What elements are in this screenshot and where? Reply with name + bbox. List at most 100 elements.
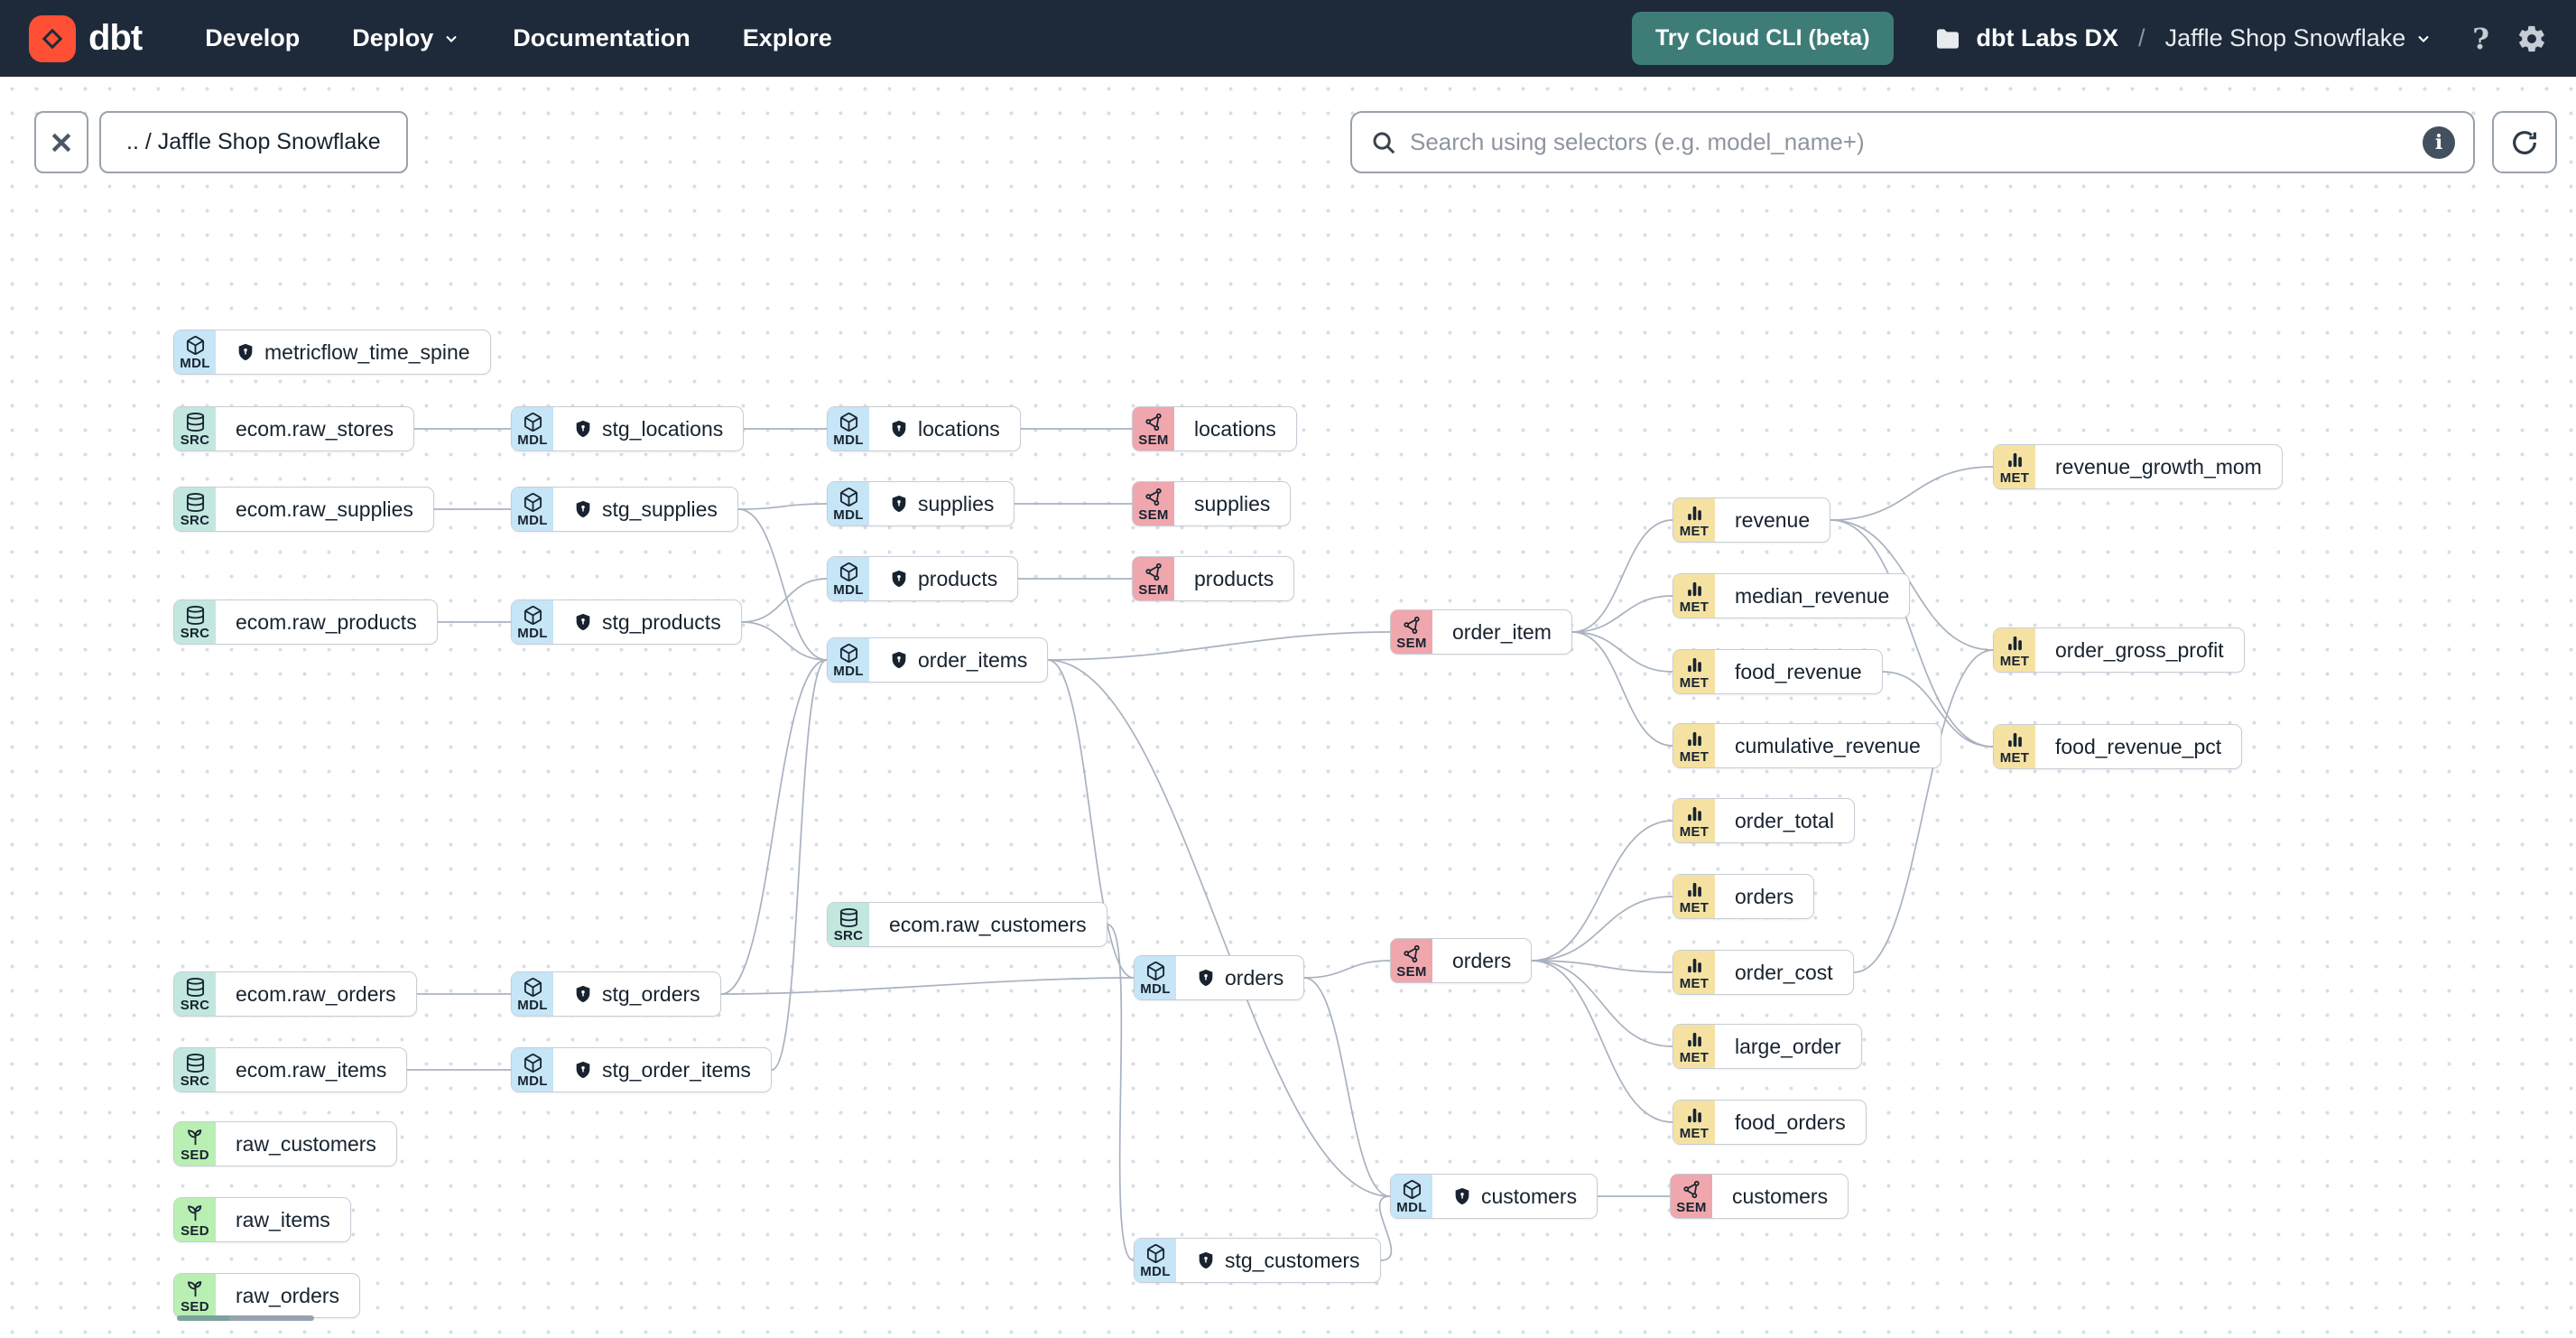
node-type-label: MET <box>1679 599 1710 615</box>
semantic-graph-icon <box>1144 488 1162 506</box>
cube-icon <box>839 562 857 581</box>
node-type-label: SEM <box>1138 432 1169 448</box>
dbt-logo[interactable]: dbt <box>29 14 143 62</box>
node-body: raw_items <box>216 1198 350 1241</box>
metric-icon-area: MET <box>1673 650 1715 693</box>
nav-item-develop[interactable]: Develop <box>205 24 301 51</box>
horizontal-scrollbar[interactable] <box>177 1315 314 1321</box>
cube-icon <box>524 977 542 997</box>
node-label: food_revenue <box>1735 659 1862 683</box>
node-label: order_cost <box>1735 960 1833 984</box>
node-label: raw_items <box>236 1207 330 1231</box>
node-body: order_cost <box>1715 951 1853 994</box>
node-type-label: MET <box>1679 748 1710 765</box>
chevron-down-icon <box>2418 35 2429 42</box>
node-type-label: SRC <box>180 1073 210 1089</box>
edge-src_customers-to-mdl_stg_customers <box>1107 924 1135 1261</box>
cube-icon <box>1146 961 1164 980</box>
edge-sem_order_item-to-met_cumulative_revenue <box>1571 631 1673 747</box>
topbar-right: Try Cloud CLI (beta) dbt Labs DX / Jaffl… <box>1632 12 2547 65</box>
node-type-label: MDL <box>1396 1199 1427 1215</box>
metric-bars-icon <box>1687 581 1701 596</box>
project-switcher[interactable]: dbt Labs DX / Jaffle Shop Snowflake <box>1933 24 2433 53</box>
seed-icon-area: SED <box>174 1122 216 1166</box>
node-label: raw_customers <box>236 1131 376 1156</box>
node-type-label: SED <box>181 1147 209 1163</box>
node-body: stg_locations <box>553 407 743 451</box>
gear-icon[interactable] <box>2516 23 2547 54</box>
node-body: locations <box>869 407 1020 451</box>
metric-icon-area: MET <box>1994 725 2035 768</box>
refresh-button[interactable] <box>2492 111 2557 173</box>
metric-bars-icon <box>2007 452 2022 467</box>
info-icon[interactable]: i <box>2423 125 2455 159</box>
shield-icon <box>892 651 906 669</box>
help-icon[interactable]: ? <box>2472 21 2489 56</box>
node-body: order_items <box>869 638 1047 682</box>
nav-item-explore[interactable]: Explore <box>742 24 832 51</box>
metric-bars-icon <box>1687 1108 1701 1122</box>
scrollbar-thumb-right <box>229 1315 314 1321</box>
node-label: products <box>1194 566 1274 590</box>
close-button[interactable] <box>34 111 88 173</box>
node-body: revenue_growth_mom <box>2035 445 2282 488</box>
breadcrumb[interactable]: .. / Jaffle Shop Snowflake <box>99 111 408 173</box>
seedling-icon <box>187 1129 201 1145</box>
nav-item-documentation[interactable]: Documentation <box>513 24 690 51</box>
database-icon <box>186 492 204 512</box>
metric-bars-icon <box>1687 506 1701 520</box>
edge-mdl_stg_customers-to-mdl_customers <box>1378 1195 1393 1261</box>
edge-met_order_cost-to-met_order_gross_profit <box>1853 649 1994 973</box>
try-cloud-cli-button[interactable]: Try Cloud CLI (beta) <box>1632 12 1894 65</box>
account-name: dbt Labs DX <box>1976 24 2119 51</box>
database-icon <box>186 977 204 997</box>
search-input[interactable] <box>1410 128 2423 156</box>
graph-node-met_food_revenue[interactable]: MET food_revenue <box>1673 649 1883 694</box>
node-type-label: MDL <box>517 1073 548 1089</box>
nav-item-deploy[interactable]: Deploy <box>352 24 460 52</box>
database-icon <box>186 412 204 432</box>
node-body: ecom.raw_items <box>216 1048 406 1092</box>
node-label: revenue <box>1735 507 1811 532</box>
graph-node-src_items[interactable]: SRC ecom.raw_items <box>173 1047 408 1092</box>
graph-node-seed_raw_customers[interactable]: SED raw_customers <box>173 1121 397 1166</box>
